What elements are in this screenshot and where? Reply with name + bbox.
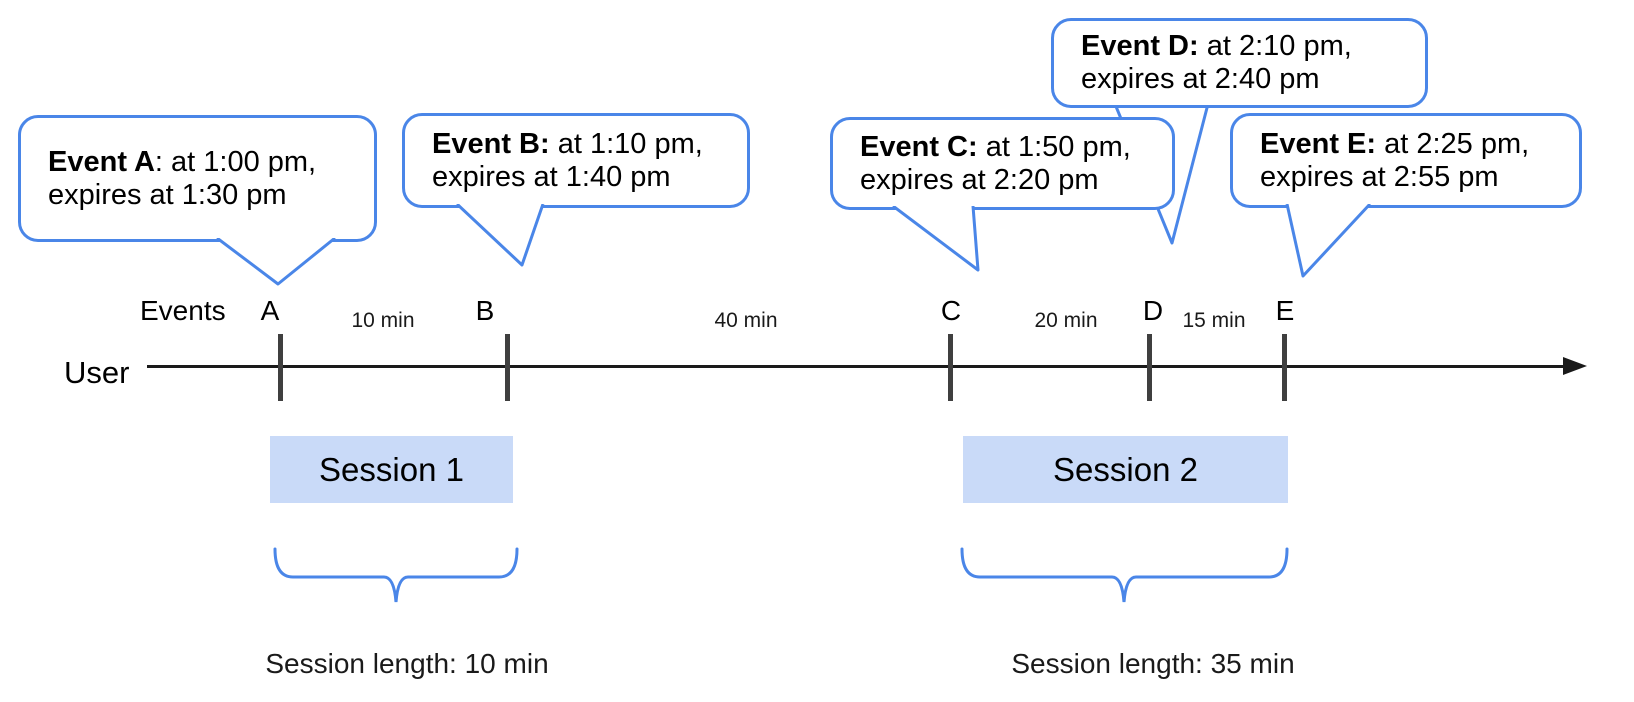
- event-c-line1: Event C: at 1:50 pm,: [860, 130, 1131, 163]
- event-b-callout: Event B: at 1:10 pm, expires at 1:40 pm: [402, 113, 750, 208]
- event-e-line1: Event E: at 2:25 pm,: [1260, 127, 1530, 160]
- event-e-callout: Event E: at 2:25 pm, expires at 2:55 pm: [1230, 113, 1582, 208]
- event-a-callout-tail: [216, 238, 336, 286]
- timeline-axis: [147, 365, 1565, 368]
- tick-event-e: [1282, 334, 1287, 401]
- interval-d-e: 15 min: [1182, 309, 1246, 332]
- tick-label-c: C: [940, 295, 962, 326]
- session-1-label: Session 1: [319, 450, 464, 488]
- event-b-line2: expires at 1:40 pm: [432, 160, 671, 193]
- tick-label-b: B: [475, 295, 495, 326]
- session-2-box: Session 2: [963, 436, 1288, 503]
- session-braces: [273, 547, 1289, 603]
- interval-c-d: 20 min: [1034, 309, 1098, 332]
- tick-label-d: D: [1142, 295, 1164, 326]
- tick-event-b: [505, 334, 510, 401]
- event-e-callout-tail: [1285, 204, 1372, 278]
- tick-event-d: [1147, 334, 1152, 401]
- session-1-brace: [273, 547, 519, 603]
- tick-label-e: E: [1275, 295, 1295, 326]
- session-2-length-label: Session length: 35 min: [1011, 648, 1295, 679]
- event-c-callout-tail: [892, 206, 980, 272]
- session-1-length-label: Session length: 10 min: [265, 648, 549, 679]
- events-row-label: Events: [140, 295, 226, 326]
- session-2-brace: [960, 547, 1289, 603]
- session-2-label: Session 2: [1053, 450, 1198, 488]
- event-a-line2: expires at 1:30 pm: [48, 178, 287, 211]
- event-b-callout-tail: [455, 204, 545, 267]
- event-e-line2: expires at 2:55 pm: [1260, 160, 1499, 193]
- event-c-line2: expires at 2:20 pm: [860, 163, 1099, 196]
- interval-b-c: 40 min: [714, 309, 778, 332]
- event-d-line2: expires at 2:40 pm: [1081, 63, 1320, 95]
- tick-event-a: [278, 334, 283, 401]
- tick-event-c: [948, 334, 953, 401]
- event-d-line1: Event D: at 2:10 pm,: [1081, 30, 1352, 62]
- interval-a-b: 10 min: [351, 309, 415, 332]
- event-a-callout: Event A: at 1:00 pm, expires at 1:30 pm: [18, 115, 377, 242]
- event-c-callout: Event C: at 1:50 pm, expires at 2:20 pm: [830, 117, 1175, 210]
- timeline-arrowhead-icon: [1563, 357, 1587, 375]
- event-d-callout: Event D: at 2:10 pm, expires at 2:40 pm: [1051, 18, 1428, 108]
- user-row-label: User: [64, 355, 130, 390]
- event-a-line1: Event A: at 1:00 pm,: [48, 145, 317, 178]
- session-1-box: Session 1: [270, 436, 513, 503]
- tick-label-a: A: [260, 295, 280, 326]
- event-b-line1: Event B: at 1:10 pm,: [432, 127, 703, 160]
